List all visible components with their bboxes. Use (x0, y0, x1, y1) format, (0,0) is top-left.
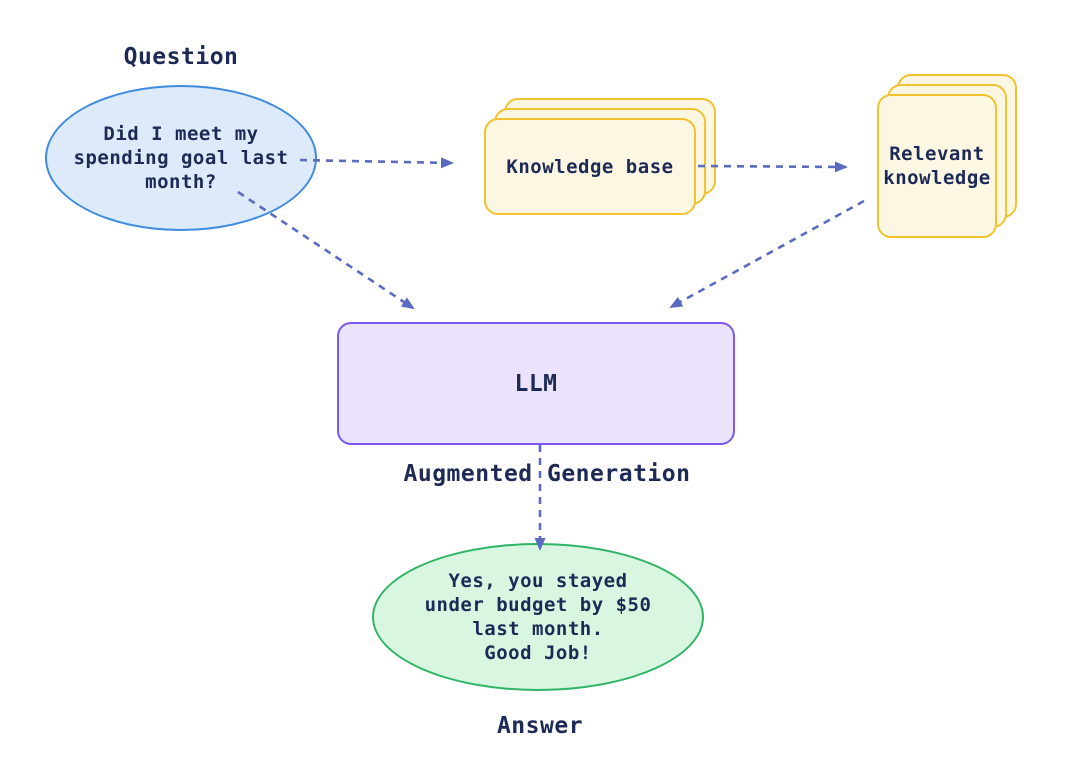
question-label: Question (123, 44, 239, 70)
arrow-question-to-knowledge-base (299, 157, 454, 169)
relevant-knowledge-card: Relevant knowledge (877, 94, 997, 238)
augmented-generation-label: Augmented Generation (403, 461, 691, 487)
arrow-relevant-knowledge-to-llm (669, 199, 865, 309)
answer-label: Answer (496, 713, 584, 739)
arrow-knowledge-base-to-relevant-knowledge (697, 161, 848, 173)
llm-box: LLM (337, 322, 735, 445)
knowledge-base-card: Knowledge base (484, 118, 696, 215)
answer-bubble: Yes, you stayed under budget by $50 last… (372, 543, 704, 691)
knowledge-base-stack: Knowledge base (484, 98, 716, 215)
relevant-knowledge-stack: Relevant knowledge (877, 74, 1017, 238)
question-bubble: Did I meet my spending goal last month? (45, 85, 317, 231)
